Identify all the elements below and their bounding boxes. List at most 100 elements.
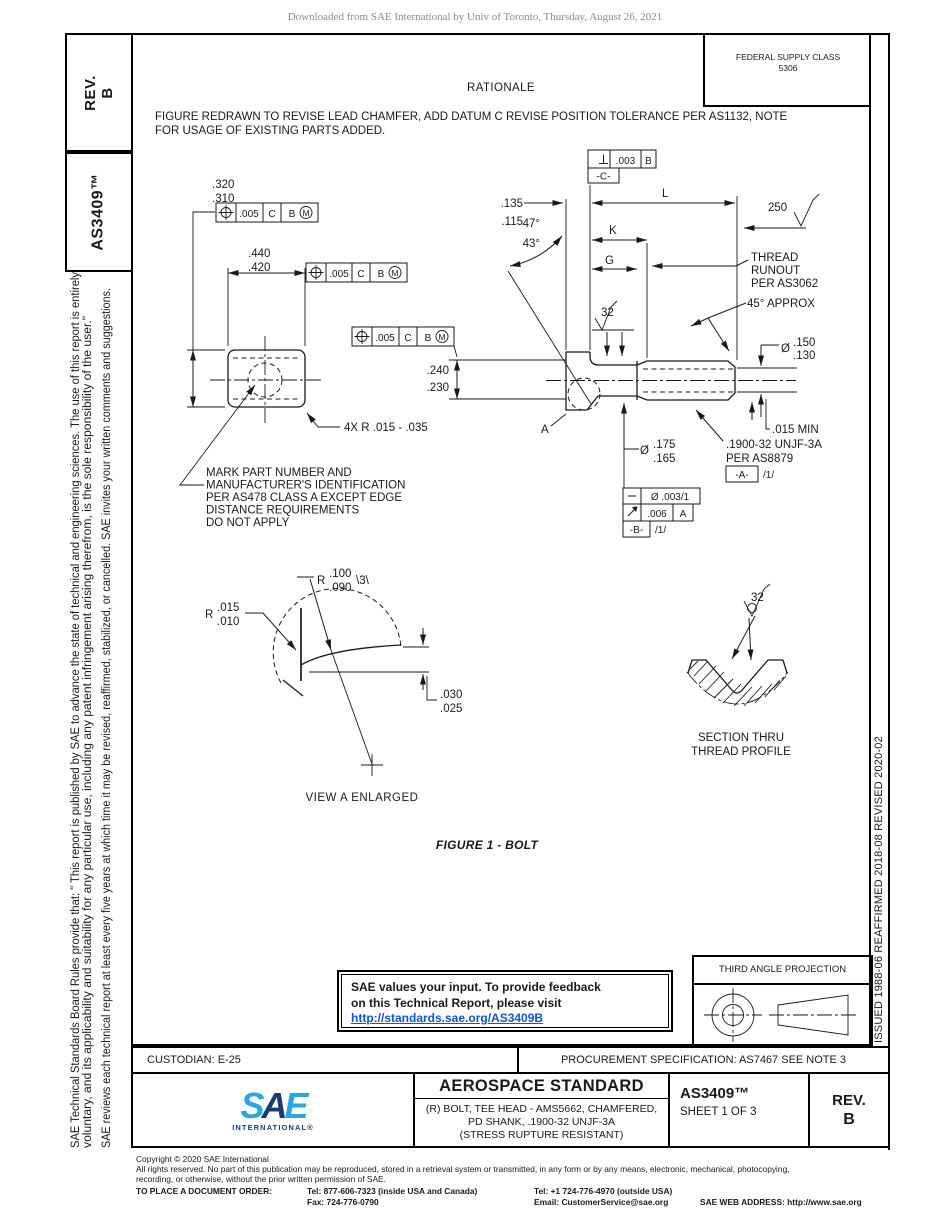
rationale-title: RATIONALE <box>467 82 535 94</box>
mmc-modifier-icon <box>299 206 313 219</box>
position-symbol-icon <box>218 205 234 220</box>
custodian: CUSTODIAN: E-25 <box>147 1054 241 1066</box>
position-symbol-icon <box>308 265 324 280</box>
rights-line-1: All rights reserved. No part of this pub… <box>136 1164 790 1174</box>
bolt-side-view <box>546 351 796 411</box>
runout-tol: .006 <box>647 509 667 520</box>
tip-diameter-dimension: Ø .150 .130 <box>737 337 815 417</box>
edge-radius-dimension: R .015 .010 <box>205 602 297 651</box>
edge-r-lo: .010 <box>217 616 239 628</box>
surface-finish-32-shank: 32 <box>592 300 634 356</box>
position-symbol-icon <box>354 329 370 344</box>
dimension-g: G <box>592 255 637 272</box>
perp-datum: B <box>645 156 652 167</box>
dim-head-across-lo: .230 <box>427 382 449 394</box>
fcf1-datum2: B <box>289 209 296 220</box>
tee-head-front-view <box>210 336 322 424</box>
feedback-link[interactable]: http://standards.sae.org/AS3409B <box>351 1011 544 1025</box>
fcf3-datum1: C <box>404 333 411 344</box>
thread-spec-2: PER AS8879 <box>726 453 793 465</box>
dim-g-label: G <box>605 255 614 267</box>
fillet-r-lo: .090 <box>329 582 351 594</box>
figure-1-bolt-drawing: .320 .310 .005 C B M .440 .420 <box>179 149 822 852</box>
disclaimer-line-2: voluntary, and its applicability and sui… <box>82 316 94 1148</box>
flag-note-b: /1/ <box>655 525 666 536</box>
radius-note: 4X R .015 - .035 <box>344 422 428 434</box>
mark-note-2: MANUFACTURER'S IDENTIFICATION <box>206 480 405 492</box>
fcf3-tol: .005 <box>375 333 395 344</box>
copyright-line: Copyright © 2020 SAE International <box>136 1154 269 1164</box>
approx-45-label: 45° APPROX <box>747 298 815 310</box>
mark-note-4: DISTANCE REQUIREMENTS <box>206 505 359 517</box>
perpendicularity-fcf: .003 B -C- <box>587 149 657 184</box>
r-label: R <box>317 575 325 587</box>
mmc-modifier-icon <box>388 266 402 279</box>
step-dimension: .030 .025 <box>420 628 462 715</box>
shank-fcf-stack: Ø .003/1 .006 A -B- /1/ <box>622 487 701 538</box>
section-hatching <box>689 660 787 707</box>
sidebar-doc-box: AS3409™ <box>65 152 133 272</box>
detail-a-callout: A <box>541 413 567 436</box>
thread-spec-note: .1900-32 UNJF-3A PER AS8879 -A- /1/ <box>695 409 822 483</box>
shank-dia-hi: .175 <box>653 439 675 451</box>
doc-number: AS3409™ <box>680 1085 750 1102</box>
sidebar-rev-box: REV. B <box>65 33 133 152</box>
mmc-modifier-icon <box>435 330 449 343</box>
rationale-line2: FOR USAGE OF EXISTING PARTS ADDED. <box>155 124 386 137</box>
head-across-dimension: .240 .230 <box>427 345 566 400</box>
thread-spec-1: .1900-32 UNJF-3A <box>726 439 822 451</box>
finish-250-value: 250 <box>768 202 787 214</box>
rationale-body: FIGURE REDRAWN TO REVISE LEAD CHAMFER, A… <box>155 111 787 138</box>
feedback-box: SAE values your input. To provide feedba… <box>337 970 673 1032</box>
sae-logo-word: SAE <box>240 1084 308 1126</box>
dim-115: .115 <box>501 216 523 228</box>
outer-right-border <box>888 33 890 1150</box>
view-a-caption: VIEW A ENLARGED <box>306 792 419 804</box>
figure-caption: FIGURE 1 - BOLT <box>436 838 540 852</box>
datum-b-label: -B- <box>630 525 643 536</box>
rev-value: B <box>98 86 116 99</box>
edge-r-hi: .015 <box>217 602 239 614</box>
projection-box: THIRD ANGLE PROJECTION <box>692 955 873 1048</box>
fillet-radius-dimension: R .100 .090 \3\ <box>297 568 383 776</box>
surface-finish-250: 250 <box>744 193 820 231</box>
rev-label: REV. <box>81 74 99 111</box>
position-fcf-1: .005 C B M <box>215 202 319 223</box>
fcf1-modifier: M <box>302 208 309 218</box>
fcf1-tol: .005 <box>239 209 259 220</box>
feedback-line2: on this Technical Report, please visit <box>351 995 562 1010</box>
rev-block-label: REV. <box>832 1091 866 1109</box>
procurement-spec: PROCUREMENT SPECIFICATION: AS7467 SEE NO… <box>517 1048 888 1072</box>
thread-runout-3: PER AS3062 <box>751 278 818 290</box>
datum-c-label: -C- <box>597 172 611 183</box>
tip-dia-lo: .130 <box>793 350 815 362</box>
email: Email: CustomerService@sae.org <box>534 1197 669 1207</box>
finish-32-thread-value: 32 <box>751 592 764 604</box>
min-015-label: .015 MIN <box>772 424 819 436</box>
straightness-value: Ø .003/1 <box>651 492 690 503</box>
surface-finish-32-thread: 32 <box>731 583 771 661</box>
sae-logo-subtext: INTERNATIONAL® <box>232 1122 314 1132</box>
thread-runout-note: THREAD RUNOUT PER AS3062 <box>652 252 818 290</box>
perpendicularity-symbol-icon <box>599 154 608 164</box>
dim-head-height-lo: .310 <box>212 193 234 205</box>
head-extension-lines <box>565 185 591 350</box>
sheet-number: SHEET 1 OF 3 <box>680 1106 757 1118</box>
fillet-flag-note: \3\ <box>356 575 370 587</box>
thread-section-view: 32 SECTION THRU THREAD PROFILE <box>686 583 791 758</box>
fillet-r-hi: .100 <box>329 568 351 580</box>
mark-note-1: MARK PART NUMBER AND <box>206 467 352 479</box>
thread-runout-2: RUNOUT <box>751 265 800 277</box>
standard-subtitle-2: PD SHANK, .1900-32 UNJF-3A <box>467 1116 616 1128</box>
tip-dia-hi: .150 <box>793 337 815 349</box>
standard-subtitle-3: (STRESS RUPTURE RESISTANT) <box>459 1129 624 1141</box>
dia-symbol: Ø <box>781 343 790 355</box>
third-angle-projection-icon <box>704 988 858 1042</box>
download-notice: Downloaded from SAE International by Uni… <box>287 11 663 23</box>
dim-head-width-lo: .420 <box>248 262 270 274</box>
lead-chamfer-note: 45° APPROX <box>690 298 815 352</box>
detail-a-label: A <box>541 424 549 436</box>
step-hi: .030 <box>440 689 462 701</box>
shank-diameter-dimension: Ø .175 .165 <box>621 403 675 488</box>
length-l-dimension: L <box>592 188 738 360</box>
